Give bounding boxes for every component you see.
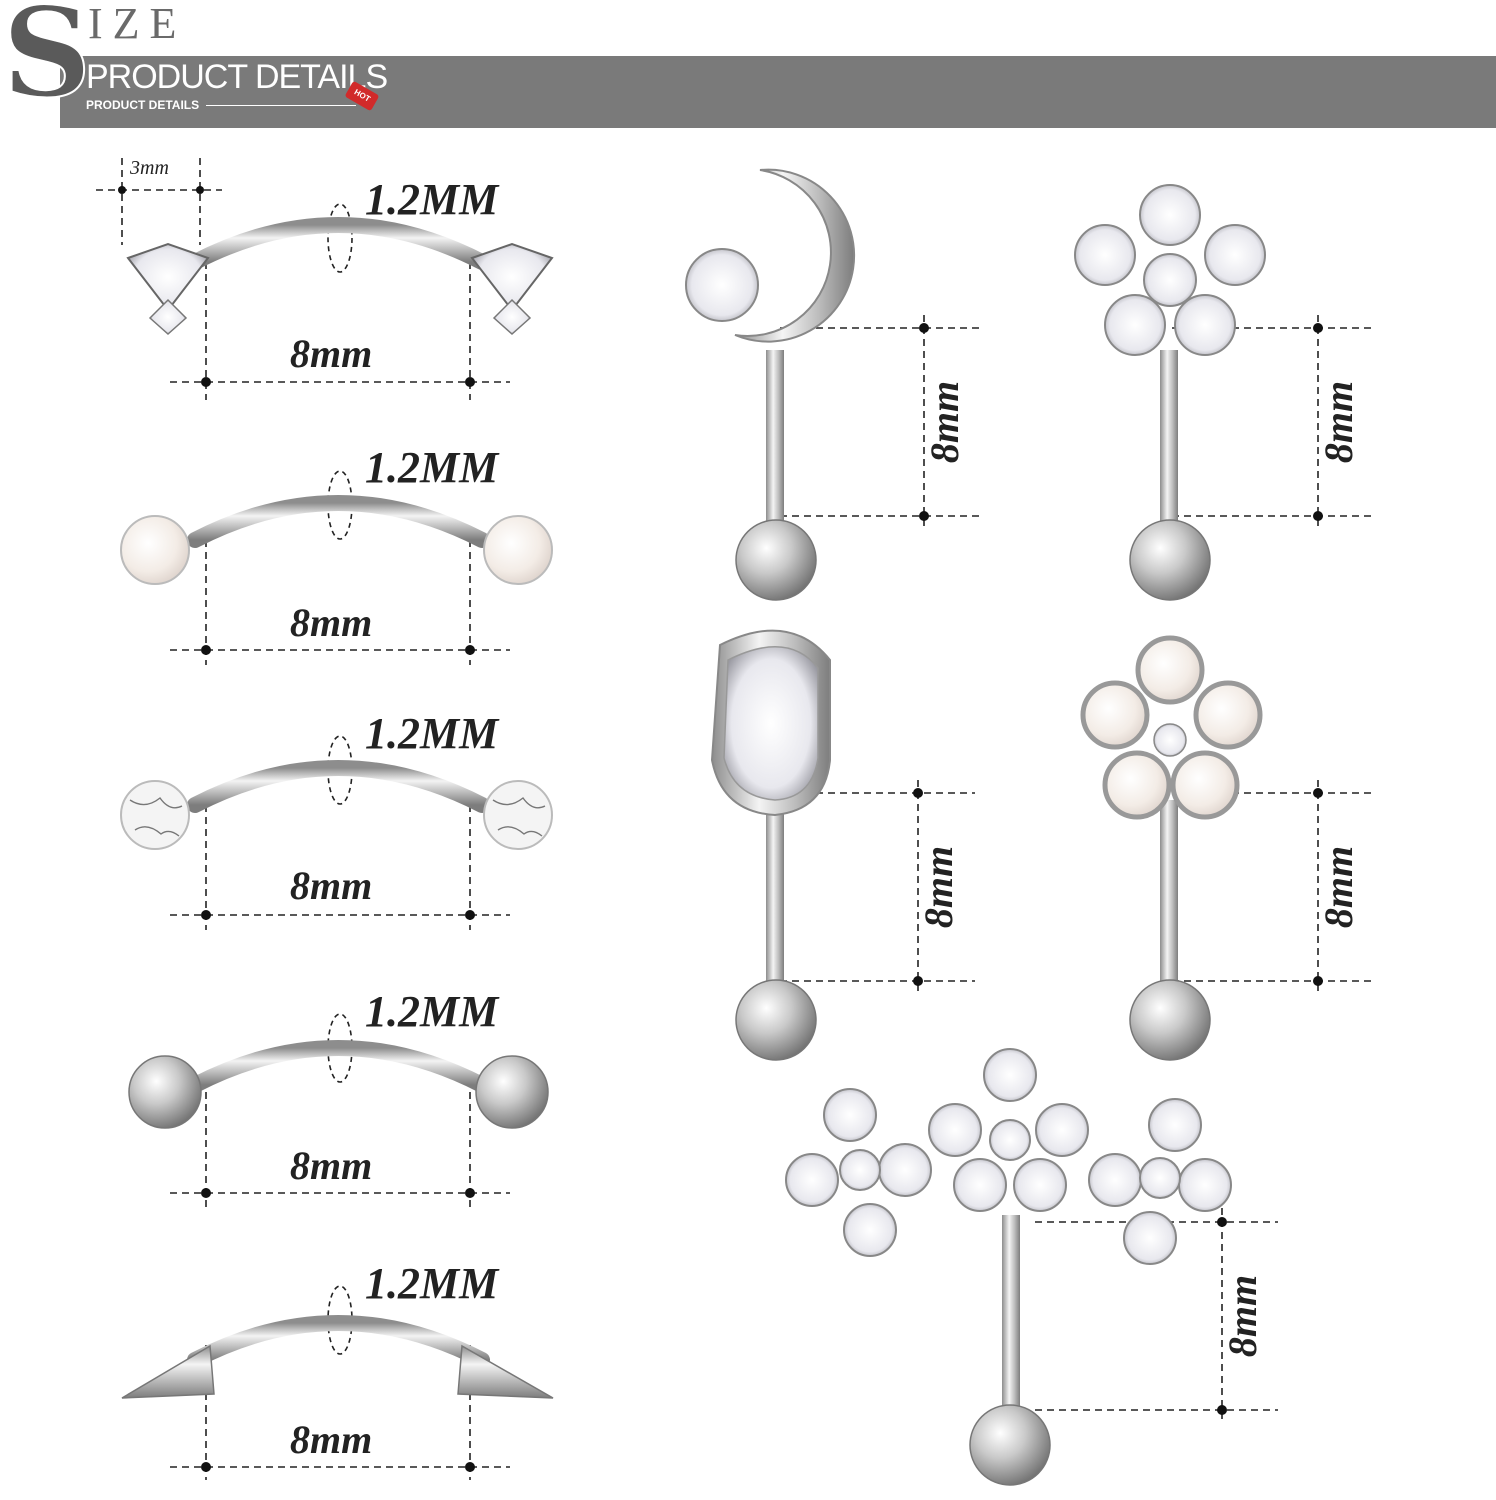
header-banner: S IZE PRODUCT DETAILS PRODUCT DETAILS HO… (0, 0, 1496, 140)
size-initial: S (1, 0, 93, 126)
ball-barbell (128, 1040, 549, 1129)
moon-barbell (685, 168, 856, 601)
length-label-5: 8mm (290, 1417, 373, 1462)
length-label-1: 8mm (290, 331, 373, 376)
size-rest: IZE (88, 0, 187, 48)
spike-barbell (121, 1315, 554, 1399)
length-label-triple-flower: 8mm (1220, 1274, 1266, 1358)
white-turquoise-barbell (120, 760, 553, 850)
gauge-label-1: 1.2MM (365, 175, 499, 224)
dimension-lines (96, 158, 1375, 1480)
length-label-4: 8mm (290, 1143, 373, 1188)
gauge-label-5: 1.2MM (365, 1259, 499, 1308)
length-label-moon: 8mm (922, 380, 968, 464)
ball-size-label: 3mm (130, 157, 169, 179)
product-details-title: PRODUCT DETAILS (86, 58, 388, 96)
opal-flower-barbell (1080, 635, 1263, 1061)
triple-flower-barbell (785, 1048, 1232, 1486)
length-label-flower: 8mm (1316, 380, 1362, 464)
length-label-teardrop: 8mm (916, 845, 962, 929)
flower-barbell (1074, 184, 1266, 601)
white-opal-barbell (120, 495, 553, 585)
gauge-label-2: 1.2MM (365, 443, 499, 492)
subtitle-underline (206, 105, 356, 106)
length-label-3: 8mm (290, 863, 373, 908)
gauge-label-4: 1.2MM (365, 987, 499, 1036)
product-details-subtitle: PRODUCT DETAILS (86, 98, 200, 112)
heart-cz-barbell (126, 217, 554, 336)
teardrop-barbell (710, 629, 831, 1061)
length-label-2: 8mm (290, 600, 373, 645)
length-label-opal-flower: 8mm (1316, 845, 1362, 929)
gauge-label-3: 1.2MM (365, 709, 499, 758)
dimension-dots (118, 186, 1323, 1472)
banner-bar (60, 56, 1496, 128)
